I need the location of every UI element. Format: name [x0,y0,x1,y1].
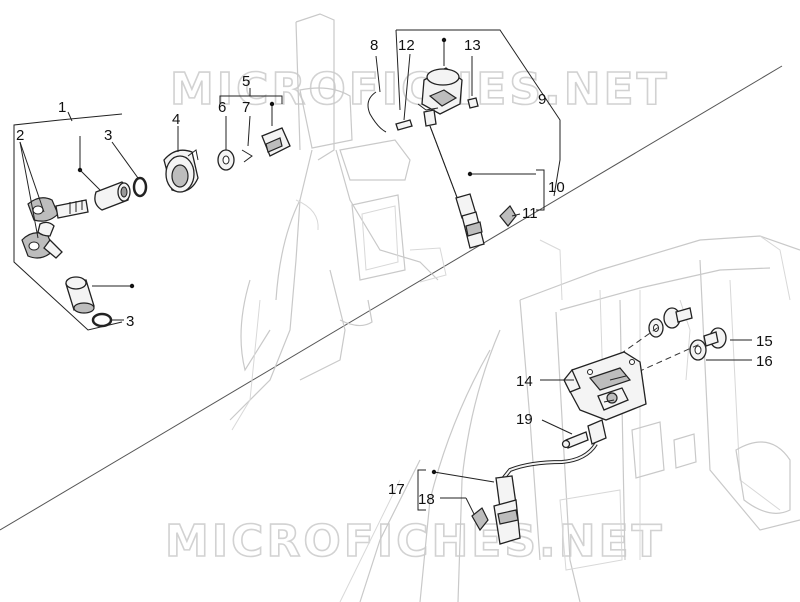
watermark-top: MICROFICHES.NET [170,64,670,115]
callout-6: 6 [218,99,226,116]
callout-18: 18 [418,491,435,508]
callout-5: 5 [242,73,250,90]
callout-4: 4 [172,111,180,128]
frame-ghost-top [229,13,447,431]
switch-cable [423,109,485,249]
callout-13: 13 [464,37,481,54]
lock-cylinder-bottom [65,276,95,314]
lock-connector [261,127,291,157]
spring-clip-7 [241,149,253,163]
group-bracket-5 [219,95,283,104]
callout-10: 10 [548,179,565,196]
callout-19: 19 [516,411,533,428]
callout-17: 17 [388,481,405,498]
callout-2: 2 [16,127,24,144]
lock-housing [163,149,199,193]
saddle-lock-latch [563,351,647,421]
callout-12: 12 [398,37,415,54]
callout-9: 9 [538,91,546,108]
cable-clip-11 [499,205,517,227]
callout-16: 16 [756,353,773,370]
group-bracket-9 [396,29,561,197]
watermark-bottom: MICROFICHES.NET [165,516,665,567]
screw-12 [395,119,413,131]
lock-switch-unit [417,67,463,115]
saddle-lock-cable [493,419,607,545]
o-ring-top [132,176,148,198]
callout-7: 7 [242,99,250,116]
callout-3-top: 3 [104,127,112,144]
bolt-15 [703,327,727,349]
screw-19 [561,431,589,449]
cable-clip-18 [471,507,489,532]
bolt-upper [663,307,693,329]
callout-1: 1 [58,99,66,116]
wire-clip-8 [367,91,387,133]
callout-3-bottom: 3 [126,313,134,330]
callout-15: 15 [756,333,773,350]
frame-ghost-bottom [339,235,800,602]
lock-cylinder-top [94,181,131,211]
diagonal-separator [0,65,783,531]
group-bracket-1 [13,119,123,331]
callout-14: 14 [516,373,533,390]
callout-11: 11 [522,205,538,222]
screw-13 [467,97,479,109]
o-ring-bottom [91,312,113,328]
callout-8: 8 [370,37,378,54]
